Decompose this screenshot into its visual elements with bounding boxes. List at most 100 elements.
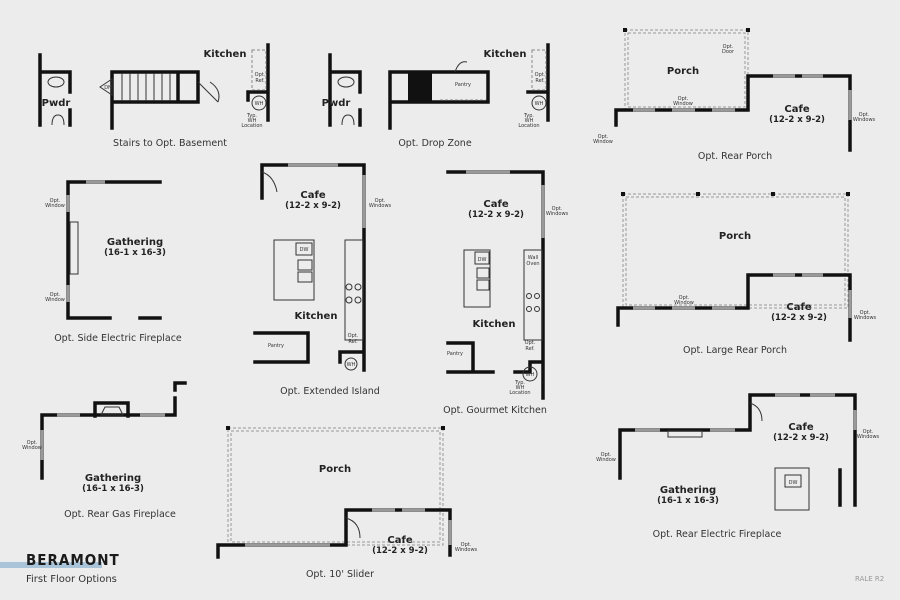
room-label-kitchen: Kitchen bbox=[295, 311, 338, 322]
room-label-pwdr: Pwdr bbox=[322, 98, 351, 109]
typ-wh-label: Location bbox=[518, 123, 539, 129]
ref-label: Ref. bbox=[255, 78, 265, 84]
caption-rear-electric-fireplace: Opt. Rear Electric Fireplace bbox=[653, 529, 782, 540]
brand-accent-bar bbox=[0, 562, 102, 568]
plan-code: RALE R2 bbox=[855, 575, 884, 583]
room-label-cafe: Cafe bbox=[784, 104, 809, 115]
pantry-label: Pantry bbox=[447, 351, 463, 357]
opt-label: Opt. bbox=[461, 542, 472, 548]
room-label-cafe: Cafe bbox=[483, 199, 508, 210]
opt-label: Opt. bbox=[863, 429, 874, 435]
typ-wh-label: WH bbox=[248, 118, 257, 124]
windows-label: Windows bbox=[853, 117, 876, 123]
pantry-label: Pantry bbox=[268, 343, 284, 349]
room-dimension: (16-1 x 16-3) bbox=[657, 496, 719, 506]
opt-label: Opt. bbox=[535, 72, 546, 78]
caption-large-rear-porch: Opt. Large Rear Porch bbox=[683, 345, 787, 356]
opt-label: Opt. bbox=[678, 96, 689, 102]
room-dimension: (16-1 x 16-3) bbox=[104, 248, 166, 258]
room-label-cafe: Cafe bbox=[788, 422, 813, 433]
typ-wh-label: Typ. bbox=[246, 113, 257, 119]
plan-rear-electric-fireplace: DW Cafe (12-2 x 9-2) Gathering (16-1 x 1… bbox=[596, 393, 880, 540]
windows-label: Windows bbox=[857, 434, 880, 440]
wh-label: WH bbox=[535, 101, 544, 107]
windows-label: Windows bbox=[854, 315, 877, 321]
room-label-gathering: Gathering bbox=[660, 485, 716, 496]
opt-label: Opt. bbox=[723, 44, 734, 50]
opt-label: Opt. bbox=[598, 134, 609, 140]
typ-wh-label: WH bbox=[516, 385, 525, 391]
caption-drop-zone: Opt. Drop Zone bbox=[398, 138, 471, 149]
dw-label: DW bbox=[789, 480, 798, 486]
room-dimension: (16-1 x 16-3) bbox=[82, 484, 144, 494]
wall-oven-label: Wall bbox=[528, 255, 538, 261]
room-dimension: (12-2 x 9-2) bbox=[468, 210, 524, 220]
caption-gourmet-kitchen: Opt. Gourmet Kitchen bbox=[443, 405, 547, 416]
window-label: Window bbox=[593, 139, 613, 145]
opt-label: Opt. bbox=[50, 292, 61, 298]
ref-label: Ref. bbox=[535, 78, 545, 84]
opt-label: Opt. bbox=[552, 206, 563, 212]
opt-label: Opt. bbox=[27, 440, 38, 446]
stair-direction-label: DN bbox=[104, 85, 112, 91]
opt-label: Opt. bbox=[860, 310, 871, 316]
room-label-cafe: Cafe bbox=[300, 190, 325, 201]
typ-wh-label: WH bbox=[525, 118, 534, 124]
caption-rear-gas-fireplace: Opt. Rear Gas Fireplace bbox=[64, 509, 176, 520]
caption-stairs: Stairs to Opt. Basement bbox=[113, 138, 227, 149]
room-label-pwdr: Pwdr bbox=[42, 98, 71, 109]
room-label-kitchen: Kitchen bbox=[484, 49, 527, 60]
ref-label: Ref. bbox=[525, 346, 535, 352]
plan-10-slider: Porch Cafe (12-2 x 9-2) Opt. Windows Opt… bbox=[216, 426, 478, 580]
plan-extended-island: DW Cafe (12-2 x 9-2) Kitchen Pantry Opt.… bbox=[253, 163, 392, 397]
wh-label: WH bbox=[255, 101, 264, 107]
dw-label: DW bbox=[300, 247, 309, 253]
window-label: Window bbox=[45, 203, 65, 209]
window-label: Window bbox=[596, 457, 616, 463]
plan-rear-porch: Porch Cafe (12-2 x 9-2) Opt. Window Opt.… bbox=[593, 28, 876, 162]
opt-label: Opt. bbox=[255, 72, 266, 78]
room-dimension: (12-2 x 9-2) bbox=[769, 115, 825, 125]
pantry-label: Pantry bbox=[455, 82, 471, 88]
wh-label: WH bbox=[526, 372, 535, 378]
room-label-cafe: Cafe bbox=[786, 302, 811, 313]
window-label: Window bbox=[22, 445, 42, 451]
room-label-cafe: Cafe bbox=[387, 535, 412, 546]
room-label-kitchen: Kitchen bbox=[204, 49, 247, 60]
window-label: Window bbox=[45, 297, 65, 303]
opt-label: Opt. bbox=[525, 340, 536, 346]
windows-label: Windows bbox=[369, 203, 392, 209]
opt-label: Opt. bbox=[859, 112, 870, 118]
caption-10-slider: Opt. 10' Slider bbox=[306, 569, 374, 580]
windows-label: Windows bbox=[455, 547, 478, 553]
room-dimension: (12-2 x 9-2) bbox=[372, 546, 428, 556]
room-label-porch: Porch bbox=[319, 464, 351, 475]
room-label-porch: Porch bbox=[667, 66, 699, 77]
plan-stairs-to-basement: Pwdr DN Kitchen Opt. Ref. WH Typ. WH Loc… bbox=[38, 43, 270, 149]
plan-rear-gas-fireplace: Gathering (16-1 x 16-3) Opt. Window Opt.… bbox=[22, 381, 187, 520]
window-label: Window bbox=[674, 300, 694, 306]
caption-side-electric-fireplace: Opt. Side Electric Fireplace bbox=[54, 333, 182, 344]
room-dimension: (12-2 x 9-2) bbox=[285, 201, 341, 211]
caption-extended-island: Opt. Extended Island bbox=[280, 386, 380, 397]
brand-name: BERAMONT bbox=[26, 551, 120, 569]
ref-label: Ref. bbox=[348, 339, 358, 345]
typ-wh-label: Typ. bbox=[523, 113, 534, 119]
plan-drop-zone: Pwdr Pantry Kitchen Opt. Ref. WH Typ. WH… bbox=[322, 43, 550, 149]
plan-gourmet-kitchen: DW Wall Oven Cafe (12-2 x 9-2) Kitchen P… bbox=[443, 170, 569, 416]
plan-side-electric-fireplace: Gathering (16-1 x 16-3) Opt. Window Opt.… bbox=[45, 180, 182, 344]
caption-rear-porch: Opt. Rear Porch bbox=[698, 151, 772, 162]
room-label-porch: Porch bbox=[719, 231, 751, 242]
typ-wh-label: Typ. bbox=[514, 380, 525, 386]
door-label: Door bbox=[722, 49, 735, 55]
dw-label: DW bbox=[478, 257, 487, 263]
opt-label: Opt. bbox=[375, 198, 386, 204]
wh-label: WH bbox=[347, 362, 356, 368]
opt-label: Opt. bbox=[348, 333, 359, 339]
opt-label: Opt. bbox=[679, 295, 690, 301]
plan-large-rear-porch: Porch Cafe (12-2 x 9-2) Opt. Window Opt.… bbox=[616, 192, 877, 356]
typ-wh-label: Location bbox=[509, 390, 530, 396]
typ-wh-label: Location bbox=[241, 123, 262, 129]
